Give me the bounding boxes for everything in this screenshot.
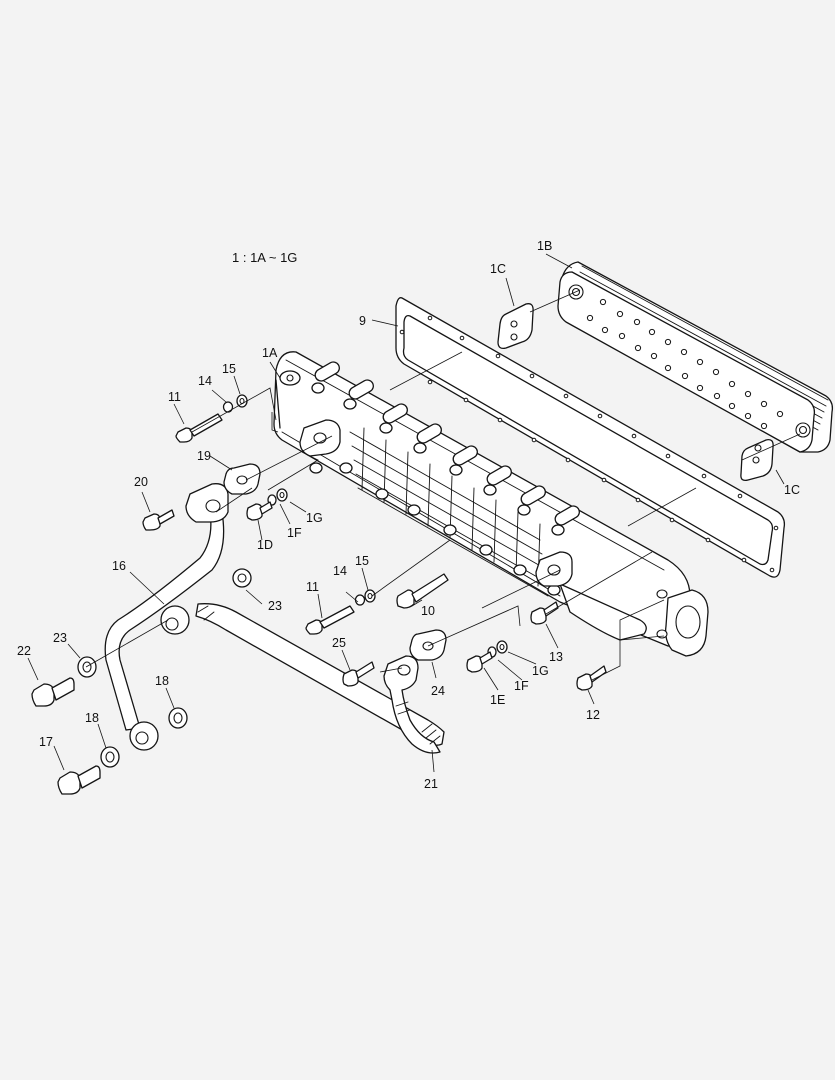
label-25: 25 <box>332 636 346 650</box>
label-1g-b: 1G <box>532 664 549 678</box>
gasket-1c-right <box>740 439 774 482</box>
bolt-22 <box>31 677 75 707</box>
label-20: 20 <box>134 475 148 489</box>
label-17: 17 <box>39 735 53 749</box>
bolt-17 <box>57 765 101 795</box>
label-16: 16 <box>112 559 126 573</box>
label-15-a: 15 <box>222 362 236 376</box>
label-15-b: 15 <box>355 554 369 568</box>
cooler-housing-1a <box>273 351 709 657</box>
washer-18-left <box>100 746 120 768</box>
gasket-1c-top <box>497 303 534 350</box>
label-12: 12 <box>586 708 600 722</box>
bolt-11-mid <box>305 605 355 635</box>
housing-studs <box>311 361 580 536</box>
washer-18-right <box>168 707 188 729</box>
bolt-10 <box>396 573 449 609</box>
label-1b: 1B <box>537 239 552 253</box>
bolts <box>31 413 607 795</box>
diagram-caption: 1 : 1A ~ 1G <box>232 250 297 265</box>
label-18-b: 18 <box>85 711 99 725</box>
label-1a: 1A <box>262 346 278 360</box>
washer-14-b <box>354 594 366 606</box>
label-11-a: 11 <box>168 390 181 404</box>
bolt-20 <box>142 509 175 531</box>
label-22: 22 <box>17 644 31 658</box>
label-1f-b: 1F <box>514 679 529 693</box>
label-23-b: 23 <box>268 599 282 613</box>
oil-pipe-21 <box>160 603 445 754</box>
washer-15-b <box>364 589 376 603</box>
label-19: 19 <box>197 449 211 463</box>
label-1e: 1E <box>490 693 505 707</box>
label-24: 24 <box>431 684 445 698</box>
label-14-a: 14 <box>198 374 212 388</box>
label-18-a: 18 <box>155 674 169 688</box>
washer-1g-a <box>276 488 288 502</box>
cooler-core-1b <box>557 261 834 453</box>
bolt-1d <box>246 501 273 521</box>
washer-1g-b <box>496 640 508 654</box>
gasket-holes <box>399 315 779 573</box>
bolt-12 <box>576 665 607 691</box>
washer-23-left <box>77 656 97 678</box>
label-1f-a: 1F <box>287 526 302 540</box>
washer-15-a <box>236 394 248 408</box>
label-23-a: 23 <box>53 631 67 645</box>
bolt-25 <box>342 661 375 687</box>
gasket-19 <box>223 463 261 495</box>
label-1c-right: 1C <box>784 483 800 497</box>
label-13: 13 <box>549 650 563 664</box>
label-9: 9 <box>359 314 366 328</box>
gasket-24 <box>409 629 447 661</box>
bolt-13 <box>530 601 559 625</box>
label-1d: 1D <box>257 538 273 552</box>
label-10: 10 <box>421 604 435 618</box>
label-21: 21 <box>424 777 438 791</box>
label-1g-a: 1G <box>306 511 323 525</box>
bolt-1e <box>466 651 493 673</box>
label-11-b: 11 <box>306 580 319 594</box>
washer-14-a <box>222 401 234 413</box>
washers <box>77 394 508 768</box>
label-1c-top: 1C <box>490 262 506 276</box>
washer-23-right <box>232 568 252 588</box>
long-gasket-9 <box>395 297 786 578</box>
leader-lines <box>27 253 801 773</box>
label-14-b: 14 <box>333 564 347 578</box>
oil-pipe-16 <box>104 483 229 751</box>
cooler-core-holes <box>586 298 784 430</box>
